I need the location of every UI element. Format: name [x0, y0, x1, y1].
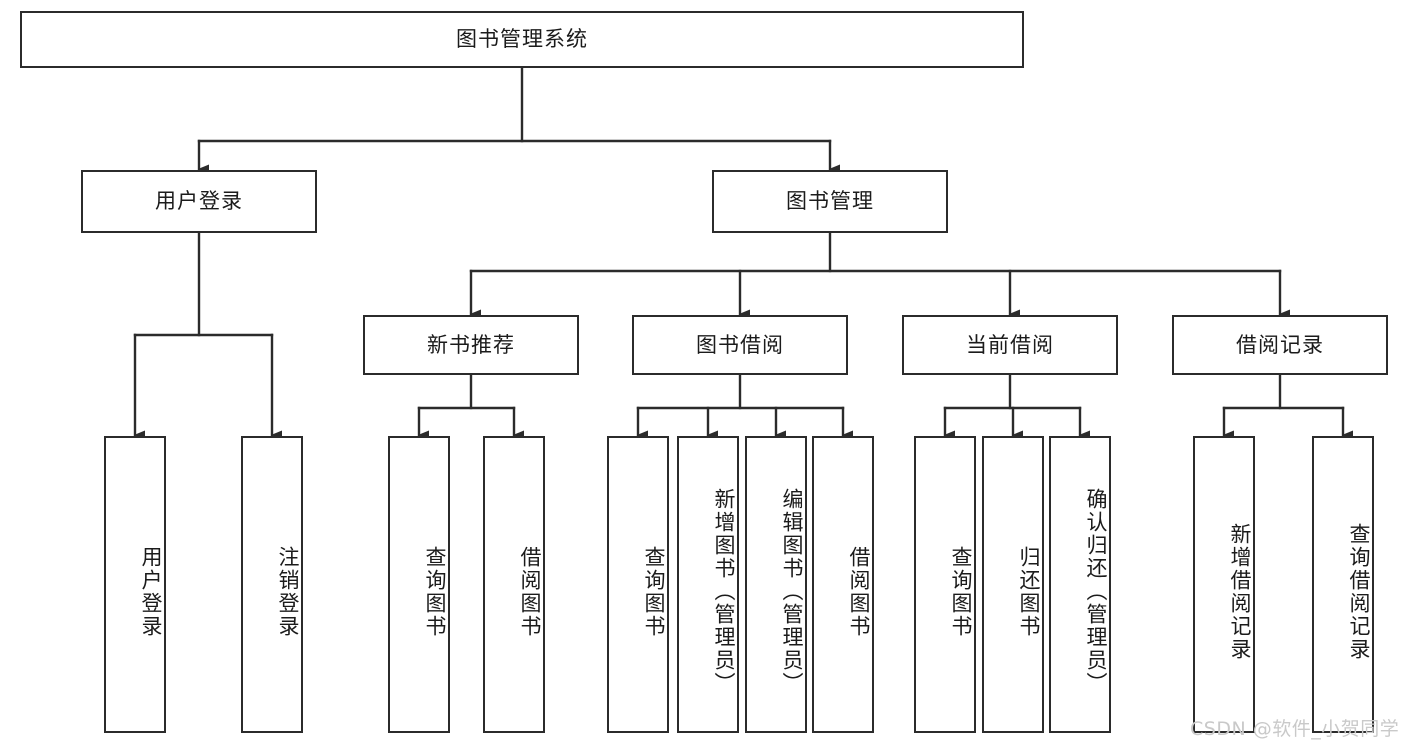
node-leaf-query-rec[interactable]: 查询借阅记录 — [1312, 436, 1374, 733]
node-user-login[interactable]: 用户登录 — [81, 170, 317, 233]
node-label: 借阅图书 — [847, 545, 871, 638]
node-label: 借阅记录 — [1236, 332, 1324, 357]
node-label: 用户登录 — [139, 545, 163, 638]
node-leaf-query-3[interactable]: 查询图书 — [914, 436, 976, 733]
node-label: 借阅图书 — [518, 545, 542, 638]
node-label: 用户登录 — [155, 189, 243, 214]
node-leaf-confirm[interactable]: 确认归还（管理员） — [1049, 436, 1111, 733]
node-label: 编辑图书（管理员） — [780, 488, 804, 695]
node-book-manage[interactable]: 图书管理 — [712, 170, 948, 233]
node-current-borrow[interactable]: 当前借阅 — [902, 315, 1118, 375]
node-leaf-add-book[interactable]: 新增图书（管理员） — [677, 436, 739, 733]
node-label: 查询借阅记录 — [1347, 522, 1371, 661]
node-label: 图书借阅 — [696, 332, 784, 357]
node-label: 新增借阅记录 — [1228, 522, 1252, 661]
node-label: 当前借阅 — [966, 332, 1054, 357]
watermark-text: CSDN @软件_小贺同学 — [1190, 718, 1400, 740]
node-leaf-borrow-1[interactable]: 借阅图书 — [483, 436, 545, 733]
node-label: 归还图书 — [1017, 545, 1041, 638]
node-label: 图书管理 — [786, 189, 874, 214]
node-leaf-logout[interactable]: 注销登录 — [241, 436, 303, 733]
node-book-borrow[interactable]: 图书借阅 — [632, 315, 848, 375]
node-leaf-return[interactable]: 归还图书 — [982, 436, 1044, 733]
node-label: 确认归还（管理员） — [1084, 488, 1108, 695]
node-leaf-add-rec[interactable]: 新增借阅记录 — [1193, 436, 1255, 733]
node-label: 查询图书 — [642, 545, 666, 638]
node-label: 新增图书（管理员） — [712, 488, 736, 695]
node-label: 查询图书 — [423, 545, 447, 638]
node-label: 新书推荐 — [427, 332, 515, 357]
node-leaf-borrow-2[interactable]: 借阅图书 — [812, 436, 874, 733]
node-leaf-user-login[interactable]: 用户登录 — [104, 436, 166, 733]
node-borrow-record[interactable]: 借阅记录 — [1172, 315, 1388, 375]
node-label: 注销登录 — [276, 545, 300, 638]
node-leaf-edit-book[interactable]: 编辑图书（管理员） — [745, 436, 807, 733]
node-label: 图书管理系统 — [456, 27, 588, 52]
node-new-book-rec[interactable]: 新书推荐 — [363, 315, 579, 375]
node-root[interactable]: 图书管理系统 — [20, 11, 1024, 68]
node-leaf-query-1[interactable]: 查询图书 — [388, 436, 450, 733]
node-label: 查询图书 — [949, 545, 973, 638]
node-leaf-query-2[interactable]: 查询图书 — [607, 436, 669, 733]
